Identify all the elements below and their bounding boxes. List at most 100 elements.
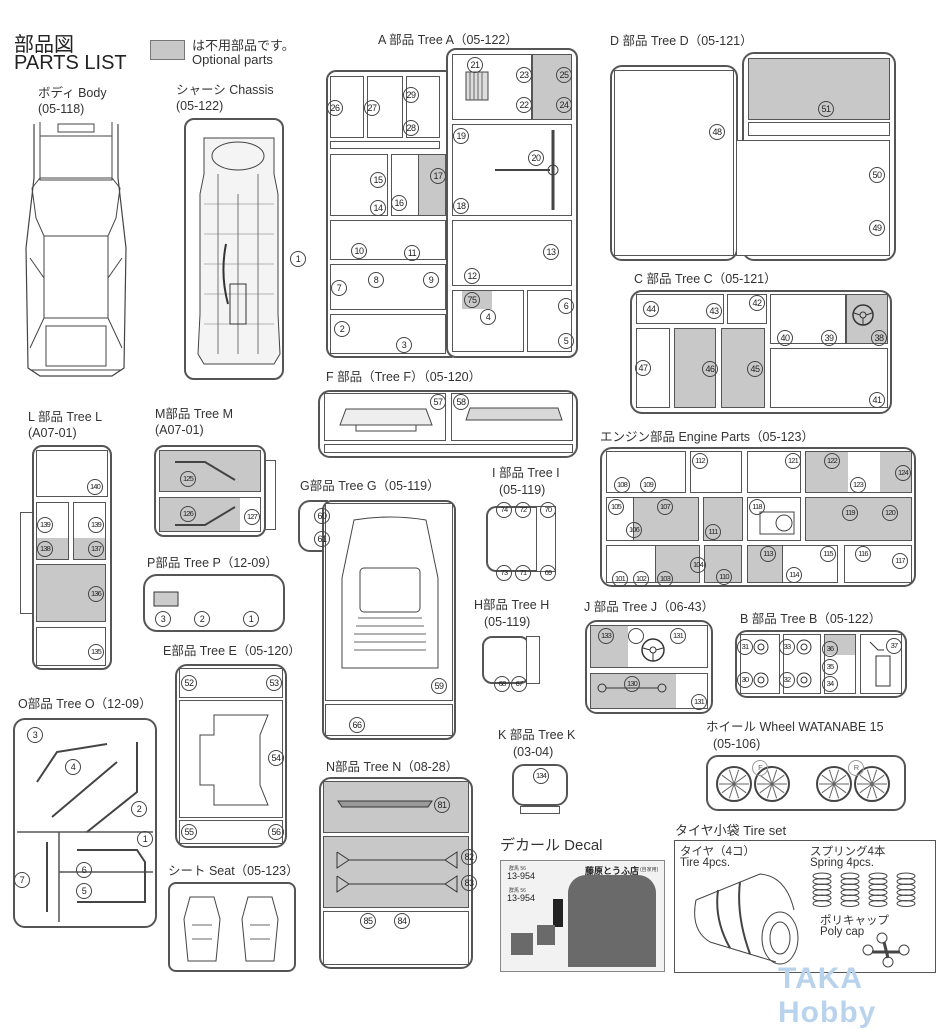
part-number: 3 xyxy=(155,611,171,627)
part-number: 112 xyxy=(692,453,708,469)
roll-cage-parts xyxy=(17,742,153,922)
part-number: 25 xyxy=(556,67,572,83)
optional-legend-jp: は不用部品です。 xyxy=(192,38,295,53)
steering-wheel-icon xyxy=(852,304,874,326)
part-number: 34 xyxy=(822,676,838,692)
tree-c-label: C 部品 Tree C（05-121） xyxy=(634,272,777,286)
part-number: 69 xyxy=(540,565,556,581)
part-number: 74 xyxy=(496,502,512,518)
part-number: 106 xyxy=(626,522,642,538)
part-number: 126 xyxy=(180,506,196,522)
pedal-part xyxy=(153,591,179,607)
decal-plate-small: 群馬 56 xyxy=(509,866,526,872)
seat-label: シート Seat（05-123） xyxy=(168,864,299,878)
engine-cell-optional xyxy=(805,497,912,541)
part-number: 45 xyxy=(747,361,763,377)
chassis-code: (05-122) xyxy=(176,99,224,113)
part-number: 48 xyxy=(709,124,725,140)
wheel-icon xyxy=(716,766,752,802)
polycap-label-jp: ポリキャップ xyxy=(820,915,889,927)
wheel-mark-rear: R xyxy=(848,760,864,776)
decal-plate: 13-954 xyxy=(507,871,536,881)
hood-part xyxy=(341,516,439,669)
decal-panel xyxy=(537,925,555,945)
part-number: 71 xyxy=(515,565,531,581)
part-number: 131 xyxy=(670,628,686,644)
optional-legend-swatch xyxy=(150,40,185,60)
part-number: 11 xyxy=(404,245,420,261)
tree-l-cell-optional xyxy=(36,564,106,622)
tree-o-label: O部品 Tree O（12-09） xyxy=(18,697,152,711)
tree-m-cell-optional xyxy=(159,450,261,492)
decal-sheet: 群馬 56 13-954 群馬 56 13-954 藤原とうふ店 (自家用) xyxy=(500,860,665,972)
optional-legend-en: Optional parts xyxy=(192,52,273,67)
part-number: 1 xyxy=(243,611,259,627)
tree-g-cell xyxy=(325,704,453,736)
tree-h-runner-right xyxy=(526,636,540,684)
part-number: 121 xyxy=(785,453,801,469)
part-number: 139 xyxy=(88,517,104,533)
tree-a-cell xyxy=(330,220,446,260)
tree-b-cell xyxy=(860,634,902,694)
part-number: 118 xyxy=(749,499,765,515)
part-number: 55 xyxy=(181,824,197,840)
part-number: 53 xyxy=(266,675,282,691)
part-number: 81 xyxy=(434,797,450,813)
part-number: 61 xyxy=(314,531,330,547)
tree-o-runner xyxy=(13,718,157,928)
tree-g-label: G部品 Tree G（05-119） xyxy=(300,479,440,493)
tree-m-code: (A07-01) xyxy=(155,423,204,437)
part-number: 75 xyxy=(464,292,480,308)
tire-set-label: タイヤ小袋 Tire set xyxy=(675,823,787,838)
part-number: 85 xyxy=(360,913,376,929)
tree-d-cell xyxy=(614,70,734,256)
part-number: 16 xyxy=(391,195,407,211)
body-drawing xyxy=(25,122,127,377)
part-number: 27 xyxy=(364,100,380,116)
seat-part xyxy=(183,896,221,962)
part-number: 108 xyxy=(614,477,630,493)
part-number: 133 xyxy=(598,628,614,644)
part-number: 113 xyxy=(760,546,776,562)
tree-i-label: I 部品 Tree I xyxy=(492,466,560,480)
part-number: 109 xyxy=(640,477,656,493)
part-number: 24 xyxy=(556,97,572,113)
part-number: 119 xyxy=(842,505,858,521)
muffler-part xyxy=(869,641,891,687)
tree-a-runner-bar xyxy=(330,141,440,149)
part-number: 83 xyxy=(461,875,477,891)
part-number: 35 xyxy=(822,659,838,675)
part-number: 33 xyxy=(779,639,795,655)
part-number: 104 xyxy=(690,557,706,573)
part-number: 26 xyxy=(327,100,343,116)
fender-part xyxy=(199,714,269,806)
decal-shop-name: 藤原とうふ店 xyxy=(585,866,640,876)
part-number: 70 xyxy=(540,502,556,518)
decal-shop-sub: (自家用) xyxy=(640,867,659,873)
part-number: 52 xyxy=(181,675,197,691)
part-number: 40 xyxy=(777,330,793,346)
decal-label: デカール Decal xyxy=(500,837,603,854)
tree-p-label: P部品 Tree P（12-09） xyxy=(147,556,278,570)
part-number: 4 xyxy=(480,309,496,325)
decal-black-strip xyxy=(553,899,563,927)
springs-drawing xyxy=(812,872,916,907)
rear-axle-part xyxy=(495,130,559,210)
tree-l-label: L 部品 Tree L xyxy=(28,410,103,424)
part-number: 2 xyxy=(334,321,350,337)
part-number: 5 xyxy=(558,333,574,349)
part-number: 54 xyxy=(268,750,284,766)
part-number: 1 xyxy=(290,251,306,267)
part-number: 114 xyxy=(786,567,802,583)
part-number: 67 xyxy=(511,676,527,692)
part-number: 127 xyxy=(244,509,260,525)
part-number: 41 xyxy=(869,392,885,408)
part-number: 3 xyxy=(396,337,412,353)
wheel-icon xyxy=(816,766,852,802)
tree-e-label: E部品 Tree E（05-120） xyxy=(163,644,301,658)
tree-h-label: H部品 Tree H xyxy=(474,598,550,612)
part-number: 72 xyxy=(515,502,531,518)
rod-part xyxy=(175,506,236,526)
chassis-label: シャーシ Chassis xyxy=(176,83,274,97)
part-number: 10 xyxy=(351,243,367,259)
